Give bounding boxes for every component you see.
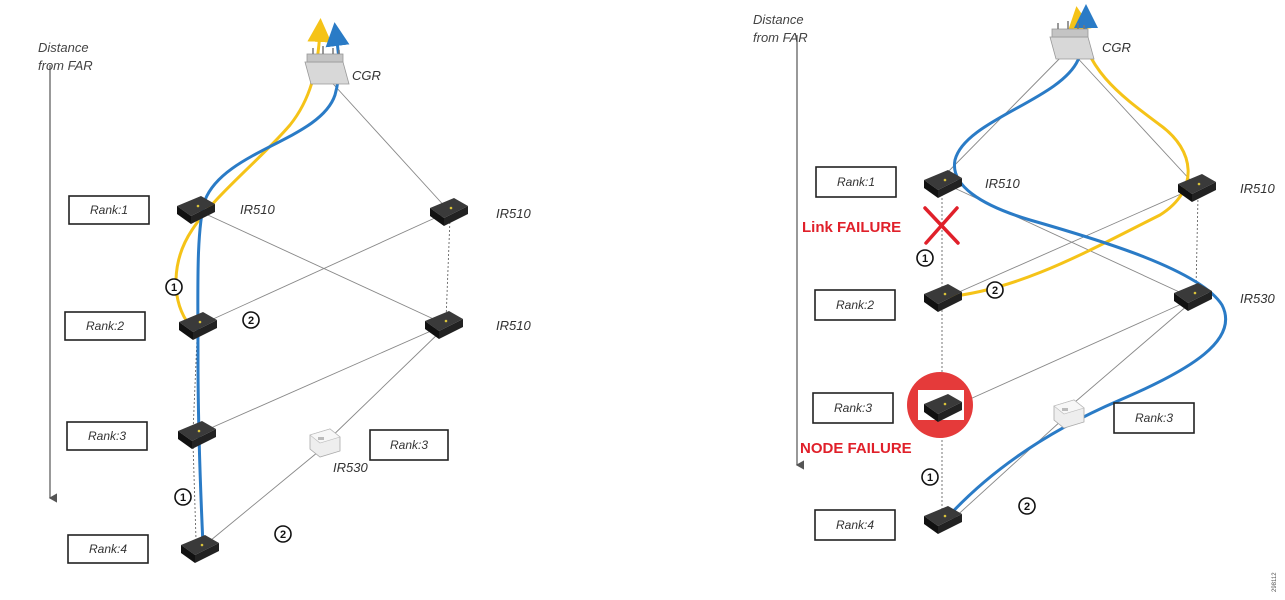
svg-text:Rank:2: Rank:2 [836,298,874,312]
svg-text:Rank:3: Rank:3 [390,438,428,452]
svg-text:Rank:3: Rank:3 [834,401,872,415]
link [192,442,197,541]
rank-box: Rank:1 [815,166,897,198]
rank-box: Rank:1 [68,195,150,225]
router-icon [181,535,219,563]
meter-icon [1053,399,1085,429]
router-icon [1178,174,1216,202]
rank-box: Rank:3 [1113,402,1195,434]
link [949,189,1191,297]
link [445,217,451,321]
node-failure-label: NODE FAILURE [800,440,912,457]
router-icon [924,506,962,534]
device-label: IR510 [240,202,275,217]
svg-text:1: 1 [927,472,933,484]
link-failure-x-icon [923,206,960,245]
step-marker: 2 [274,525,292,543]
link [199,211,449,326]
node-failure-highlight [907,372,973,438]
svg-text:Rank:3: Rank:3 [88,429,126,443]
rank-box: Rank:2 [814,289,896,321]
rank-box: Rank:3 [369,429,449,461]
device-label: IR510 [1240,181,1275,196]
link [324,74,449,211]
step-marker: 1 [174,488,192,506]
link [949,301,1187,409]
distance-label: from FAR [753,30,808,45]
cgr-label: CGR [1102,40,1131,55]
right-diagram: Distance from FAR CGR [753,4,1278,592]
link-failure-label: Link FAILURE [802,219,901,236]
step-marker: 1 [916,249,934,267]
svg-text:2: 2 [992,285,998,297]
router-icon [430,198,468,226]
link [1071,51,1193,183]
link [951,419,1063,521]
link [194,326,441,436]
meter-icon [309,428,341,458]
router-icon [425,311,463,339]
distance-label: Distance [38,40,89,55]
svg-text:1: 1 [171,282,177,294]
left-diagram: Distance from FAR CGR IR510 IR510 IR510 … [38,18,531,564]
cgr-label: CGR [352,68,381,83]
rank-box: Rank:3 [66,421,148,451]
cgr-router-icon [304,45,350,85]
device-label: IR510 [985,176,1020,191]
device-label: IR510 [496,318,531,333]
route-blue [196,22,350,547]
device-label: IR530 [333,460,368,475]
svg-text:Rank:1: Rank:1 [837,175,875,189]
step-marker: 2 [242,311,260,329]
route-yellow [174,18,332,328]
svg-text:Rank:2: Rank:2 [86,319,124,333]
svg-text:2: 2 [248,315,254,327]
svg-text:Rank:1: Rank:1 [90,203,128,217]
link [204,451,319,546]
link [324,329,443,444]
distance-label: Distance [753,12,804,27]
route-blue [943,4,1228,522]
step-marker: 2 [986,281,1004,299]
rank-box: Rank:4 [67,534,149,564]
svg-text:Rank:3: Rank:3 [1135,411,1173,425]
svg-text:Rank:4: Rank:4 [89,542,127,556]
link [1195,195,1199,291]
svg-text:1: 1 [180,492,186,504]
step-marker: 2 [1018,497,1036,515]
link [1067,304,1189,409]
rank-box: Rank:3 [812,392,894,424]
svg-text:Rank:4: Rank:4 [836,518,874,532]
router-icon [178,421,216,449]
device-label: IR530 [1240,291,1275,306]
figure-id: 298112 [1272,572,1278,592]
distance-label: from FAR [38,58,93,73]
rank-box: Rank:4 [814,509,896,541]
router-icon [924,284,962,312]
device-label: IR510 [496,206,531,221]
rank-box: Rank:2 [64,311,146,341]
svg-text:2: 2 [1024,501,1030,513]
step-marker: 1 [165,278,183,296]
step-marker: 1 [921,468,939,486]
svg-text:1: 1 [922,253,928,265]
router-icon [177,196,215,224]
route-yellow [944,6,1190,299]
svg-text:2: 2 [280,529,286,541]
cgr-router-icon [1049,20,1095,60]
link [196,209,441,323]
link [192,337,198,433]
